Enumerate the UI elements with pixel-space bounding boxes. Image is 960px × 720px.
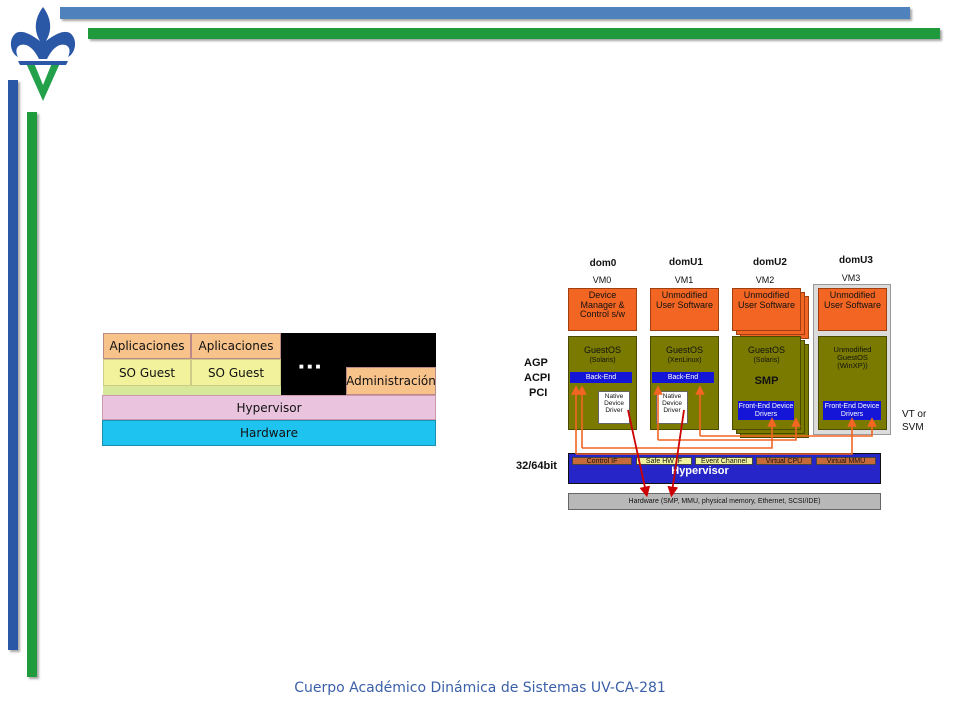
top-green-bar (88, 28, 940, 39)
domu3-label: domU3 (839, 255, 873, 266)
vt-label: VT or (902, 409, 927, 420)
fleur-de-lis-v-logo-icon (10, 7, 76, 101)
dom0-native-label: Native Device Driver (604, 393, 624, 415)
apps-box-2: Aplicaciones (191, 333, 281, 359)
hypervisor-label: Hypervisor (671, 465, 729, 477)
domu2-smp-label: SMP (754, 375, 779, 387)
domu2-app-box (732, 288, 801, 331)
domu2-app-label: Unmodified User Software (737, 290, 796, 310)
domu1-backend: Back-End (652, 372, 714, 383)
pci-label: PCI (529, 387, 548, 399)
hardware-box: Hardware (102, 420, 436, 446)
apps-label-1: Aplicaciones (109, 339, 185, 353)
dom0-backend: Back-End (570, 372, 632, 383)
domu2-label: domU2 (753, 257, 787, 268)
dom0-label: dom0 (589, 258, 617, 269)
agp-label: AGP (524, 357, 548, 369)
connection-arrows (571, 385, 877, 498)
guest-strip (103, 386, 281, 395)
domu1-label: domU1 (669, 257, 703, 268)
domu1-app-label: Unmodified User Software (655, 290, 714, 310)
domu2-frontend: Front-End Device Drivers (738, 401, 794, 420)
control-if-cell: Control IF (572, 457, 632, 465)
footer-text: Cuerpo Académico Dinámica de Sistemas UV… (294, 680, 666, 696)
guest-os-label-2: SO Guest (207, 365, 265, 380)
guest-os-box-2: SO Guest (191, 359, 281, 386)
guest-os-box-1: SO Guest (103, 359, 191, 386)
dom0-native-box (598, 391, 630, 424)
domu3-app-box (818, 288, 887, 331)
virtual-cpu-cell: Virtual CPU (756, 457, 812, 465)
safe-hw-if-cell: Safe HW IF (636, 457, 692, 465)
bits-label: 32/64bit (516, 460, 557, 472)
guest-os-label-1: SO Guest (118, 365, 176, 380)
domu3-os-label: Unmodified GuestOS (WinXP)) (833, 345, 872, 371)
admin-label: Administración (346, 374, 436, 388)
hypervisor-box: Hypervisor (102, 395, 436, 420)
dom0-os-label: GuestOS (583, 345, 621, 355)
domu1-app-box (650, 288, 719, 331)
event-channel-cell: Event Channel (695, 457, 753, 465)
domu1-os-sub: (XenLinux) (667, 357, 702, 364)
hypervisor-label: Hypervisor (236, 400, 302, 415)
left-green-bar (27, 112, 37, 677)
admin-box: Administración (346, 367, 436, 395)
left-blue-bar (8, 80, 18, 650)
hardware-label: Hardware (SMP, MMU, physical memory, Eth… (628, 498, 821, 505)
vm1-label: VM1 (674, 275, 694, 285)
hardware-label: Hardware (240, 426, 298, 440)
dom0-os-sub: (Solaris) (589, 357, 616, 364)
domu1-os-label: GuestOS (665, 345, 703, 355)
domu1-native-label: Native Device Driver (662, 393, 682, 415)
domu3-app-label: Unmodified User Software (823, 290, 882, 310)
ellipsis-dots: ■ ■ ■ (299, 364, 322, 370)
domu2-os-sub: (Solaris) (753, 357, 780, 364)
svm-label: SVM (902, 422, 924, 433)
dom0-app-box (568, 288, 637, 331)
vm0-label: VM0 (592, 275, 612, 285)
top-blue-bar (60, 7, 910, 19)
apps-label-2: Aplicaciones (198, 339, 274, 353)
domu2-os-label: GuestOS (747, 345, 785, 355)
domu3-frontend: Front-End Device Drivers (823, 401, 881, 420)
apps-box-1: Aplicaciones (103, 333, 191, 359)
dom0-app-label: Device Manager & Control s/w (579, 290, 625, 320)
virtual-mmu-cell: Virtual MMU (816, 457, 876, 465)
acpi-label: ACPI (524, 372, 551, 384)
vm2-label: VM2 (755, 275, 775, 285)
vm3-label: VM3 (841, 273, 861, 283)
